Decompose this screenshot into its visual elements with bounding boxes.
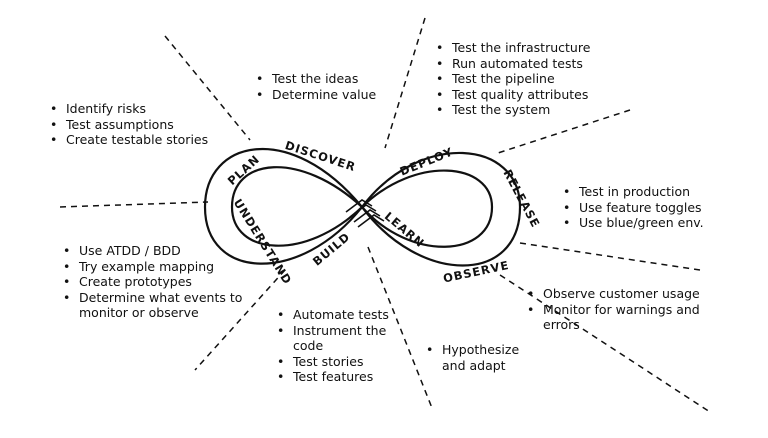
understand-note-item: Determine what events to monitor or obse… — [63, 290, 269, 321]
learn-notes: Hypothesize and adapt — [422, 342, 542, 373]
phase-label-observe: OBSERVE — [442, 258, 511, 286]
understand-note-item: Create prototypes — [63, 274, 269, 290]
plan-note-item: Identify risks — [50, 101, 208, 117]
divider-line — [367, 246, 433, 409]
phase-label-release: RELEASE — [500, 167, 542, 230]
discover-note-item: Determine value — [256, 87, 376, 103]
deploy-note-item: Test the infrastructure — [436, 40, 590, 56]
build-note-item: Instrument the code — [277, 323, 408, 354]
plan-notes: Identify risksTest assumptionsCreate tes… — [46, 101, 208, 148]
build-notes: Automate testsInstrument the codeTest st… — [273, 307, 408, 385]
discover-notes: Test the ideasDetermine value — [252, 71, 376, 102]
release-note-item: Use blue/green env. — [563, 215, 704, 231]
build-note-item: Test features — [277, 369, 408, 385]
observe-notes: Observe customer usageMonitor for warnin… — [523, 286, 733, 333]
observe-note-item: Monitor for warnings and errors — [527, 302, 733, 333]
learn-note-item: Hypothesize and adapt — [426, 342, 542, 373]
observe-note-item: Observe customer usage — [527, 286, 733, 302]
deploy-note-item: Test the system — [436, 102, 590, 118]
phase-label-deploy: DEPLOY — [398, 144, 456, 178]
center-arrow-icon — [345, 199, 385, 228]
understand-note-item: Use ATDD / BDD — [63, 243, 269, 259]
understand-notes: Use ATDD / BDDTry example mappingCreate … — [59, 243, 269, 321]
deploy-note-item: Run automated tests — [436, 56, 590, 72]
deploy-note-item: Test quality attributes — [436, 87, 590, 103]
divider-line — [164, 35, 251, 141]
phase-label-build: BUILD — [310, 229, 353, 268]
divider-line — [499, 274, 711, 413]
release-note-item: Test in production — [563, 184, 704, 200]
infinity-inner-outline — [230, 166, 494, 248]
deploy-notes: Test the infrastructureRun automated tes… — [432, 40, 590, 118]
divider-line — [59, 201, 209, 208]
build-note-item: Test stories — [277, 354, 408, 370]
divider-line — [519, 242, 701, 271]
release-note-item: Use feature toggles — [563, 200, 704, 216]
deploy-note-item: Test the pipeline — [436, 71, 590, 87]
plan-note-item: Test assumptions — [50, 117, 208, 133]
discover-note-item: Test the ideas — [256, 71, 376, 87]
plan-note-item: Create testable stories — [50, 132, 208, 148]
divider-line — [384, 17, 426, 149]
build-note-item: Automate tests — [277, 307, 408, 323]
understand-note-item: Try example mapping — [63, 259, 269, 275]
divider-line — [497, 109, 631, 154]
release-notes: Test in productionUse feature togglesUse… — [559, 184, 704, 231]
